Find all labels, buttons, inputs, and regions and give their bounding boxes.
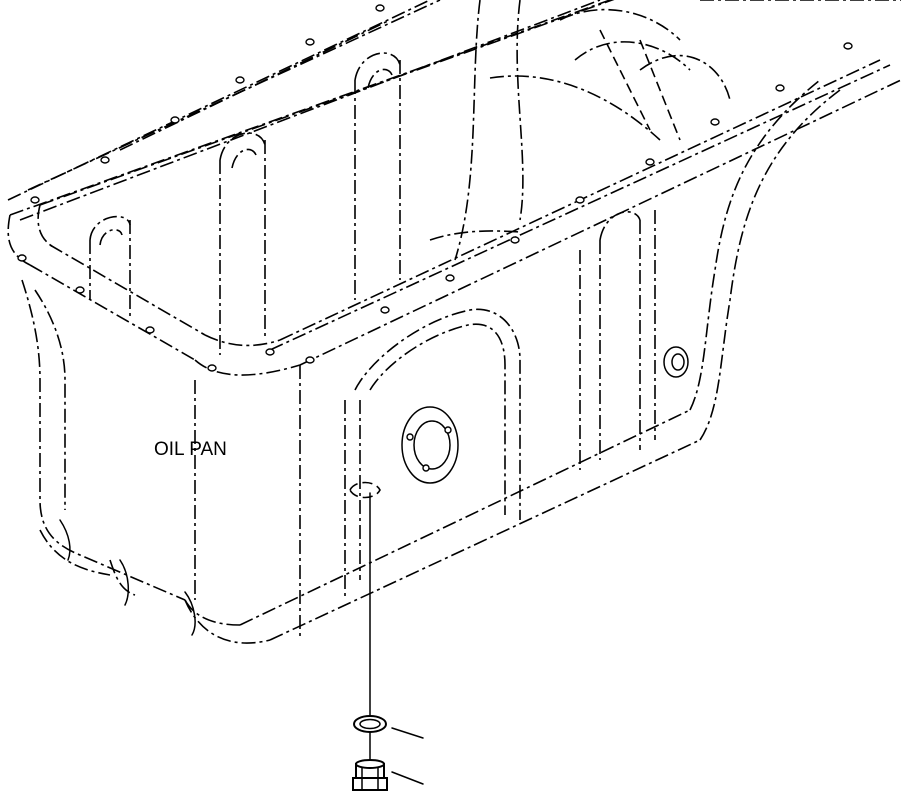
oil-pan-flange — [7, 0, 901, 376]
drain-plug — [352, 759, 388, 791]
exploded-drain-parts — [352, 492, 424, 791]
flange-bolt-holes — [17, 4, 853, 372]
gasket-leader-line — [391, 727, 424, 739]
side-fitting — [663, 346, 689, 378]
engine-block-phantom — [7, 0, 901, 261]
bottom-ribs — [59, 519, 196, 636]
oil-pan-body — [21, 79, 841, 644]
drain-gasket — [353, 715, 387, 733]
plug-leader-line — [391, 771, 424, 785]
oil-pan-label: OIL PAN — [154, 439, 227, 460]
drain-boss — [349, 406, 459, 499]
baffle-slots — [89, 52, 401, 355]
